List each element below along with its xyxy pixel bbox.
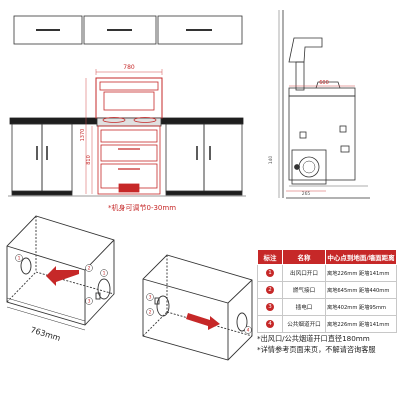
legend-name: 插电口 bbox=[282, 298, 326, 316]
legend-col-mark: 标注 bbox=[257, 249, 283, 265]
side-outlet-panel bbox=[291, 149, 327, 185]
legend-number-badge: 1 bbox=[266, 269, 274, 277]
legend-name: 公共烟道开口 bbox=[282, 315, 326, 333]
svg-text:2: 2 bbox=[88, 266, 91, 272]
front-dimension-lines bbox=[85, 69, 163, 194]
upper-cabinet-left bbox=[13, 15, 83, 45]
iso-left-callouts: 1 2 3 1 bbox=[15, 254, 108, 305]
side-dim-a: 140 bbox=[268, 156, 274, 165]
iso-box-left bbox=[6, 215, 115, 326]
legend-desc: 离地645mm 距墙440mm bbox=[325, 281, 397, 299]
legend-number-badge: 4 bbox=[266, 320, 274, 328]
iso-depth-label: 763mm bbox=[29, 325, 61, 343]
svg-text:2: 2 bbox=[149, 310, 152, 316]
side-dimension-lines bbox=[286, 85, 355, 192]
legend-col-name: 名称 bbox=[282, 249, 326, 265]
depth-dim-line bbox=[6, 306, 86, 331]
legend-table: 标注 名称 中心点到地面/墙面距离 1 出风口开口 离地226mm 距墙141m… bbox=[257, 249, 397, 333]
svg-text:1: 1 bbox=[103, 271, 106, 277]
legend-name: 出风口开口 bbox=[282, 264, 326, 282]
side-cabinet bbox=[288, 95, 356, 181]
adjust-note: *机身可调节0-30mm bbox=[108, 203, 176, 212]
iso-right-callouts: 3 2 4 bbox=[146, 293, 252, 334]
side-hood bbox=[288, 37, 323, 63]
svg-text:3: 3 bbox=[88, 299, 91, 305]
legend-number-badge: 3 bbox=[266, 303, 274, 311]
flow-arrow-left bbox=[46, 266, 79, 286]
note-consult: *详情参考页面来页，不解请咨询客服 bbox=[257, 345, 376, 354]
table-row: 3 插电口 离地402mm 距墙95mm bbox=[257, 298, 397, 316]
upper-cabinet-right bbox=[157, 15, 243, 45]
legend-desc: 离地402mm 距墙95mm bbox=[325, 298, 397, 316]
legend-number-badge: 2 bbox=[266, 286, 274, 294]
lower-cabinet-3 bbox=[165, 123, 205, 193]
legend-name: 燃气接口 bbox=[282, 281, 326, 299]
iso-right-side-hole bbox=[236, 312, 248, 332]
side-view bbox=[278, 10, 370, 199]
legend-desc: 离地226mm 距墙141mm bbox=[325, 264, 397, 282]
flow-arrow-right bbox=[186, 313, 220, 330]
front-height-dim-body: 810 bbox=[86, 155, 92, 165]
svg-text:1: 1 bbox=[18, 256, 21, 262]
side-counter bbox=[288, 87, 356, 97]
iso-left-wall-hole bbox=[97, 278, 111, 300]
table-row: 2 燃气接口 离地645mm 距墙440mm bbox=[257, 281, 397, 299]
upper-cabinet-middle bbox=[83, 15, 157, 45]
front-width-dim: 780 bbox=[123, 64, 135, 71]
iso-box-right bbox=[142, 254, 253, 361]
legend-desc: 离地226mm 距墙141mm bbox=[325, 315, 397, 333]
front-height-dim-total: 1370 bbox=[80, 129, 86, 142]
iso-left-duct-hole bbox=[20, 257, 32, 275]
side-dim-b: 265 bbox=[302, 191, 311, 197]
iso-right-front-hole bbox=[156, 295, 170, 317]
table-row: 4 公共烟道开口 离地226mm 距墙141mm bbox=[257, 315, 397, 333]
notes-block: *出风口/公共烟道开口直径180mm *详情参考页面来页，不解请咨询客服 bbox=[257, 333, 376, 355]
side-depth-dim: 600 bbox=[319, 80, 329, 86]
legend-col-distance: 中心点到地面/墙面距离 bbox=[325, 249, 397, 265]
svg-text:4: 4 bbox=[247, 328, 250, 334]
legend-header-row: 标注 名称 中心点到地面/墙面距离 bbox=[257, 249, 397, 265]
front-view bbox=[8, 15, 246, 197]
table-row: 1 出风口开口 离地226mm 距墙141mm bbox=[257, 264, 397, 282]
note-diameter: *出风口/公共烟道开口直径180mm bbox=[257, 334, 370, 343]
svg-text:3: 3 bbox=[149, 295, 152, 301]
integrated-stove-front bbox=[95, 77, 163, 195]
